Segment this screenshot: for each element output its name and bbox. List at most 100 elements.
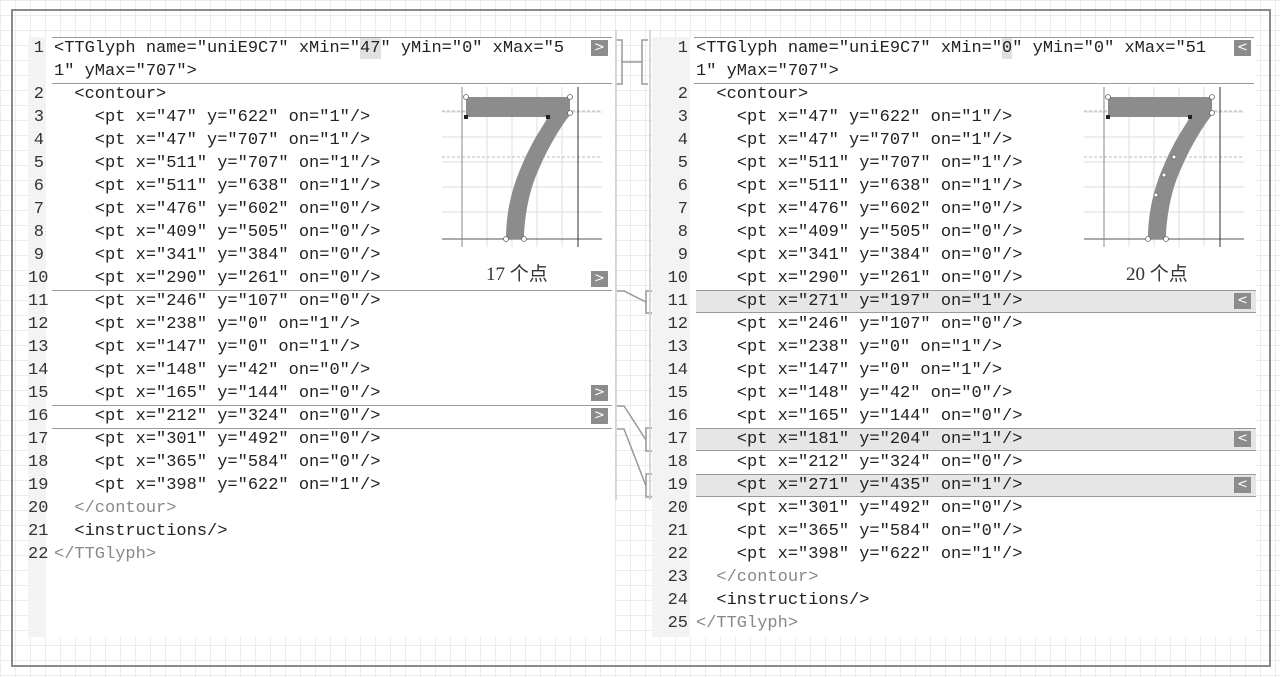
line-number: 13 [667, 338, 688, 357]
copy-left-button[interactable]: < [1234, 477, 1251, 493]
code-line[interactable]: <pt x="290" y="261" on="0"/> [54, 269, 381, 288]
line-number: 21 [667, 522, 688, 541]
code-line[interactable]: <pt x="511" y="707" on="1"/> [696, 154, 1023, 173]
code-line[interactable]: </contour> [54, 499, 177, 518]
code-line[interactable]: <pt x="47" y="707" on="1"/> [696, 131, 1013, 150]
line-number: 16 [667, 407, 688, 426]
code-line[interactable]: </TTGlyph> [696, 614, 799, 633]
code-line[interactable]: <pt x="341" y="384" on="0"/> [54, 246, 381, 265]
diff-window [11, 9, 1271, 667]
copy-right-button[interactable]: > [591, 40, 608, 56]
line-number: 10 [667, 269, 688, 288]
line-number: 5 [33, 154, 44, 173]
copy-right-button[interactable]: > [591, 408, 608, 424]
change-boundary [52, 405, 612, 406]
change-boundary [52, 83, 612, 84]
line-number: 13 [28, 338, 49, 357]
copy-right-button[interactable]: > [591, 271, 608, 287]
change-boundary [694, 83, 1254, 84]
line-number: 11 [667, 292, 688, 311]
code-line[interactable]: 1" yMax="707"> [696, 62, 839, 81]
code-line[interactable]: <pt x="246" y="107" on="0"/> [696, 315, 1023, 334]
code-line[interactable]: <pt x="147" y="0" on="1"/> [54, 338, 361, 357]
line-number: 8 [33, 223, 44, 242]
code-line[interactable]: <pt x="212" y="324" on="0"/> [696, 453, 1023, 472]
code-line[interactable]: <pt x="409" y="505" on="0"/> [696, 223, 1023, 242]
code-line[interactable]: <pt x="476" y="602" on="0"/> [54, 200, 381, 219]
code-line[interactable]: </contour> [696, 568, 819, 587]
code-line[interactable]: <pt x="148" y="42" on="0"/> [54, 361, 371, 380]
line-number: 2 [33, 85, 44, 104]
line-number-gutter [652, 37, 690, 637]
line-number: 4 [677, 131, 688, 150]
code-line[interactable]: <pt x="409" y="505" on="0"/> [54, 223, 381, 242]
glyph-preview-seven [442, 87, 602, 252]
code-line[interactable]: <pt x="47" y="622" on="1"/> [54, 108, 371, 127]
code-line[interactable]: <pt x="147" y="0" on="1"/> [696, 361, 1003, 380]
code-line[interactable]: <instructions/> [696, 591, 870, 610]
code-line[interactable]: <pt x="165" y="144" on="0"/> [54, 384, 381, 403]
code-line[interactable]: <pt x="341" y="384" on="0"/> [696, 246, 1023, 265]
left-editor-pane[interactable]: 1 <TTGlyph name="uniE9C7" xMin="47" yMin=… [28, 37, 614, 637]
code-line[interactable]: <TTGlyph name="uniE9C7" xMin="0" yMin="0… [696, 39, 1207, 58]
code-line[interactable]: <pt x="212" y="324" on="0"/> [54, 407, 381, 426]
line-number: 12 [667, 315, 688, 334]
code-line[interactable]: <pt x="511" y="638" on="1"/> [54, 177, 381, 196]
line-number: 16 [28, 407, 49, 426]
point-count-label: 20 个点 [1126, 264, 1188, 285]
code-line[interactable]: <pt x="47" y="707" on="1"/> [54, 131, 371, 150]
changed-value-highlight [360, 38, 381, 59]
code-line[interactable]: <pt x="47" y="622" on="1"/> [696, 108, 1013, 127]
copy-left-button[interactable]: < [1234, 293, 1251, 309]
line-number: 22 [28, 545, 49, 564]
line-number: 7 [33, 200, 44, 219]
code-line[interactable]: <pt x="365" y="584" on="0"/> [54, 453, 381, 472]
line-number: 14 [28, 361, 49, 380]
glyph-preview-seven [1084, 87, 1244, 252]
copy-right-button[interactable]: > [591, 385, 608, 401]
changed-line-highlight [696, 428, 1256, 451]
code-line[interactable]: <pt x="271" y="435" on="1"/> [696, 476, 1023, 495]
code-line[interactable]: 1" yMax="707"> [54, 62, 197, 81]
code-line[interactable]: <pt x="511" y="707" on="1"/> [54, 154, 381, 173]
code-line[interactable]: <pt x="398" y="622" on="1"/> [54, 476, 381, 495]
line-number: 18 [667, 453, 688, 472]
code-line[interactable]: <pt x="238" y="0" on="1"/> [696, 338, 1003, 357]
code-line[interactable]: <pt x="238" y="0" on="1"/> [54, 315, 361, 334]
line-number: 10 [28, 269, 49, 288]
code-line[interactable]: </TTGlyph> [54, 545, 157, 564]
code-line[interactable]: <TTGlyph name="uniE9C7" xMin="47" yMin="… [54, 39, 565, 58]
code-line[interactable]: <instructions/> [54, 522, 228, 541]
line-number: 20 [28, 499, 49, 518]
changed-line-highlight [696, 474, 1256, 497]
code-line[interactable]: <pt x="476" y="602" on="0"/> [696, 200, 1023, 219]
code-line[interactable]: <contour> [696, 85, 809, 104]
code-line[interactable]: <pt x="181" y="204" on="1"/> [696, 430, 1023, 449]
line-number: 1 [33, 39, 44, 58]
code-line[interactable]: <pt x="246" y="107" on="0"/> [54, 292, 381, 311]
code-line[interactable]: <pt x="271" y="197" on="1"/> [696, 292, 1023, 311]
change-boundary [52, 290, 612, 291]
code-line[interactable]: <contour> [54, 85, 167, 104]
line-number: 21 [28, 522, 49, 541]
copy-left-button[interactable]: < [1234, 40, 1251, 56]
changed-line-highlight [696, 290, 1256, 313]
right-editor-pane[interactable]: 1<TTGlyph name="uniE9C7" xMin="0" yMin="… [652, 37, 1256, 637]
changed-value-highlight [1002, 38, 1013, 59]
line-number: 7 [677, 200, 688, 219]
code-line[interactable]: <pt x="290" y="261" on="0"/> [696, 269, 1023, 288]
code-line[interactable]: <pt x="398" y="622" on="1"/> [696, 545, 1023, 564]
code-line[interactable]: <pt x="148" y="42" on="0"/> [696, 384, 1013, 403]
line-number: 25 [667, 614, 688, 633]
diff-connectors [615, 30, 652, 500]
change-boundary [52, 428, 612, 429]
code-line[interactable]: <pt x="301" y="492" on="0"/> [696, 499, 1023, 518]
code-line[interactable]: <pt x="365" y="584" on="0"/> [696, 522, 1023, 541]
code-line[interactable]: <pt x="301" y="492" on="0"/> [54, 430, 381, 449]
copy-left-button[interactable]: < [1234, 431, 1251, 447]
code-line[interactable]: <pt x="165" y="144" on="0"/> [696, 407, 1023, 426]
code-line[interactable]: <pt x="511" y="638" on="1"/> [696, 177, 1023, 196]
line-number: 3 [33, 108, 44, 127]
line-number: 19 [667, 476, 688, 495]
line-number: 2 [677, 85, 688, 104]
